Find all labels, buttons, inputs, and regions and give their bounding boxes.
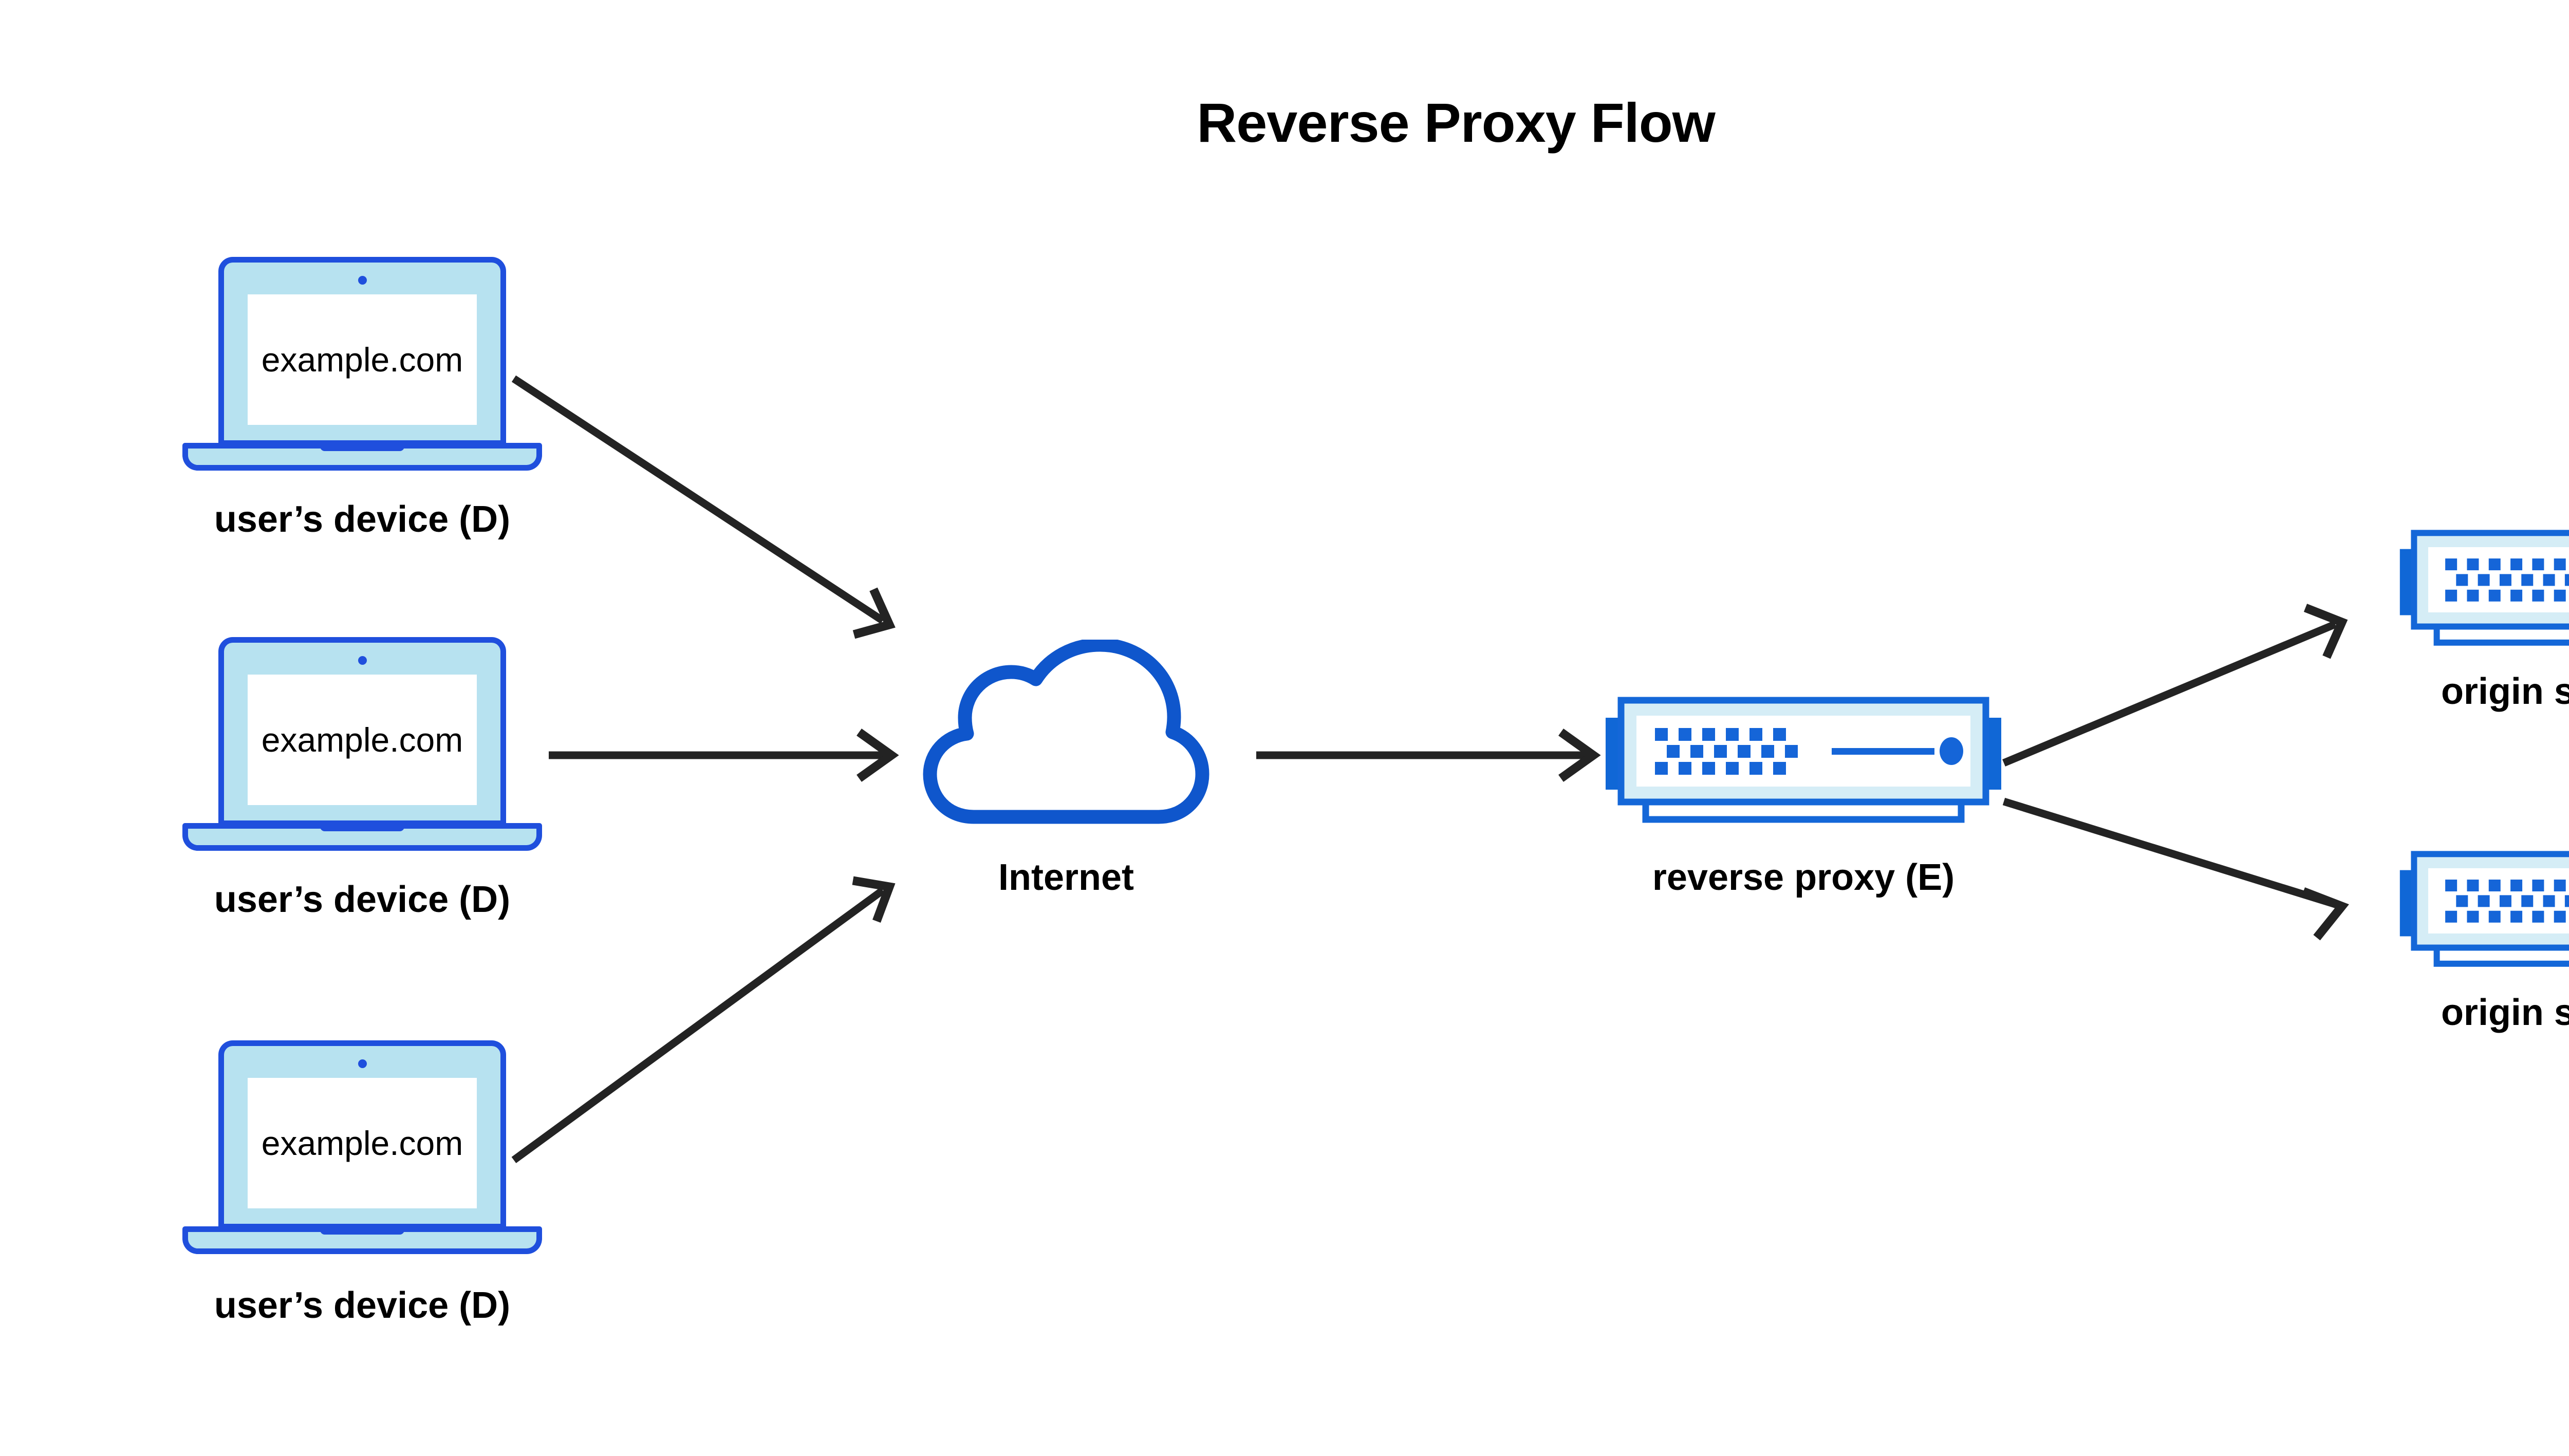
laptop-lid: example.com (218, 637, 506, 826)
browser-url-text: example.com (261, 341, 463, 379)
server-icon (2387, 850, 2569, 968)
server-icon (1606, 696, 2001, 825)
edge-client2-to-internet (549, 729, 899, 782)
laptop-screen: example.com (248, 675, 477, 805)
laptop-icon: example.com (182, 1040, 542, 1256)
camera-dot-icon (358, 656, 367, 665)
laptop-screen: example.com (248, 294, 477, 425)
edge-internet-to-proxy (1256, 729, 1601, 782)
laptop-notch (320, 1226, 404, 1235)
laptop-icon: example.com (182, 257, 542, 473)
laptop-lid: example.com (218, 1040, 506, 1229)
label-origin-2: origin server (F) (2441, 992, 2569, 1033)
page-title: Reverse Proxy Flow (1197, 91, 1715, 154)
laptop-lid: example.com (218, 257, 506, 446)
label-internet: Internet (998, 857, 1134, 898)
laptop-icon: example.com (182, 637, 542, 853)
label-client-2: user’s device (D) (214, 879, 511, 920)
laptop-screen: example.com (248, 1078, 477, 1208)
edge-client3-to-internet (511, 876, 896, 1164)
label-client-3: user’s device (D) (214, 1285, 511, 1326)
camera-dot-icon (358, 1059, 367, 1068)
browser-url-text: example.com (261, 721, 463, 759)
camera-dot-icon (358, 276, 367, 285)
label-reverse-proxy: reverse proxy (E) (1652, 857, 1955, 898)
laptop-notch (320, 823, 404, 831)
browser-url-text: example.com (261, 1124, 463, 1162)
cloud-icon (920, 640, 1213, 830)
laptop-notch (320, 443, 404, 451)
server-icon (2387, 529, 2569, 647)
label-origin-1: origin server (F) (2441, 671, 2569, 712)
label-client-1: user’s device (D) (214, 499, 511, 540)
edge-proxy-to-origin1 (2002, 604, 2348, 767)
